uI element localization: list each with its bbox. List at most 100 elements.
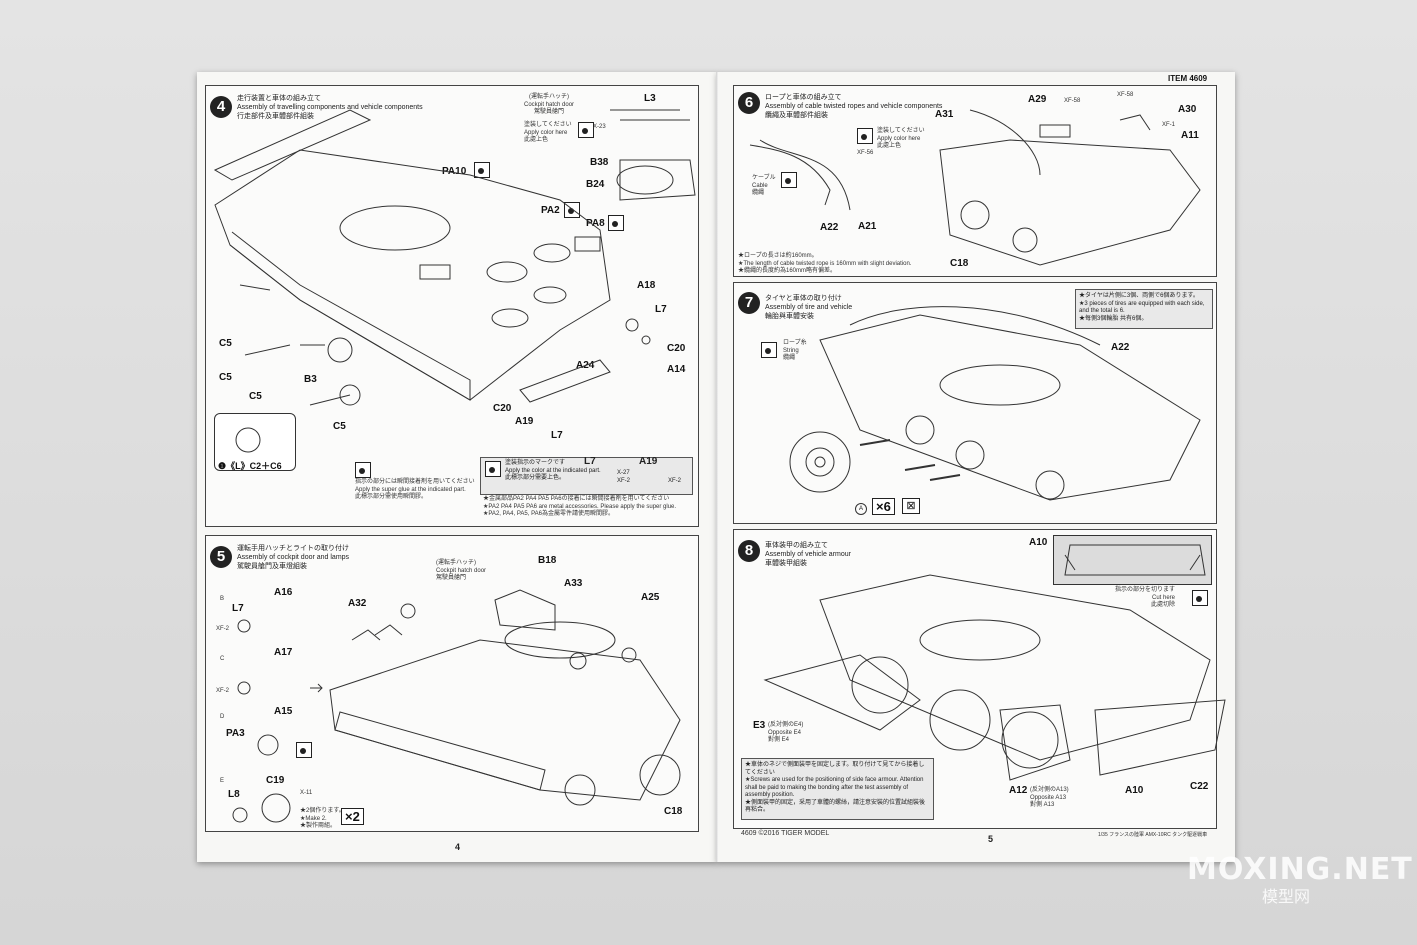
- part-label: C5: [219, 338, 232, 349]
- e3-opposite-note: (反対側のE4) Opposite E4 對側 E4: [768, 722, 804, 743]
- part-label: A17: [274, 647, 293, 658]
- cut-icon: [1192, 590, 1208, 606]
- paint-icon: [474, 162, 490, 178]
- side-letter: A: [855, 503, 867, 515]
- paint-code: XF-2: [216, 626, 230, 632]
- cut-note: 指示の部分を切ります Cut here 此處切除: [1115, 587, 1176, 608]
- step-8-badge: 8: [738, 540, 760, 562]
- paint-code: X-11: [300, 790, 313, 796]
- glue-icon: [355, 462, 371, 478]
- paint-icon: [781, 172, 797, 188]
- part-label: A12: [1009, 785, 1028, 796]
- part-label: PA10: [442, 166, 467, 177]
- part-label: C19: [266, 775, 285, 786]
- paint-code: XF-58: [1064, 98, 1081, 104]
- step-5-badge: 5: [210, 546, 232, 568]
- paint-icon: [564, 202, 580, 218]
- part-label: A19: [515, 416, 534, 427]
- part-label: C20: [493, 403, 512, 414]
- copyright: 4609 ©2016 TIGER MODEL: [741, 830, 830, 837]
- part-label: L7: [551, 430, 563, 441]
- part-label: A16: [274, 587, 293, 598]
- make-2-note: ★2個作ります。 ★Make 2. ★製作兩組。: [300, 808, 345, 829]
- part-label: PA8: [586, 218, 605, 229]
- times-2-badge: ×2: [341, 808, 364, 825]
- part-label: C5: [333, 421, 346, 432]
- part-label: C22: [1190, 781, 1209, 792]
- part-label: B38: [590, 157, 609, 168]
- step-4-title-cn: 行走部件及車體部件組裝: [237, 113, 314, 120]
- paint-code: XF-2: [216, 688, 230, 694]
- watermark: MOXING.NET: [1187, 852, 1413, 887]
- part-label: A21: [858, 221, 877, 232]
- a12-opposite-note: (反対側のA13) Opposite A13 對側 A13: [1030, 787, 1069, 808]
- side-letter: B: [220, 596, 225, 602]
- part-label: A25: [641, 592, 660, 603]
- tire-note: ★タイヤは片側に3個、両側で6個あります。 ★3 pieces of tires…: [1075, 289, 1213, 329]
- step-4-hatch-note: (運転手ハッチ) Cockpit hatch door 駕駛員艙門: [524, 94, 575, 115]
- screw-note: ★車体のネジで側面装甲を固定します。取り付けて見てから接着してください ★Scr…: [741, 758, 934, 820]
- paint-icon: [857, 128, 873, 144]
- string-note: ロープ糸 String 纜繩: [783, 340, 807, 361]
- step-5-title: 運転手用ハッチとライトの取り付け Assembly of cockpit doo…: [237, 545, 350, 570]
- step-4-paint-note: 塗装してください Apply color here 此處上色: [524, 122, 572, 143]
- part-label: A10: [1125, 785, 1144, 796]
- part-label: L3: [644, 93, 656, 104]
- step-4-title-jp: 走行装置と車体の組み立て: [237, 95, 321, 102]
- step-6-title: ロープと車体の組み立て Assembly of cable twisted ro…: [765, 94, 943, 119]
- part-label: PA2: [541, 205, 560, 216]
- paint-code: XF-1: [1162, 122, 1176, 128]
- page-fold: [716, 72, 718, 862]
- kit-title: 1/35 フランスの陸軍 AMX-10RC タンク駆逐戦車: [1098, 832, 1208, 838]
- part-label: B3: [304, 374, 317, 385]
- step-8-title: 車体装甲の組み立て Assembly of vehicle armour 車體裝…: [765, 542, 851, 567]
- part-label: A22: [1111, 342, 1130, 353]
- step-6-paint-note: 塗装してください Apply color here 此處上色: [877, 128, 925, 149]
- part-label: C5: [249, 391, 262, 402]
- paint-icon: [485, 461, 501, 477]
- part-label: A29: [1028, 94, 1047, 105]
- part-label: A15: [274, 706, 293, 717]
- step-7-title: タイヤと車体の取り付け Assembly of tire and vehicle…: [765, 295, 853, 320]
- part-label: C20: [667, 343, 686, 354]
- page-number-right: 5: [988, 834, 994, 844]
- part-label: C5: [219, 372, 232, 383]
- part-label: PA3: [226, 728, 245, 739]
- part-label: L8: [228, 789, 240, 800]
- paint-mark-box: 塗装指示のマークです Apply the color at the indica…: [480, 457, 693, 495]
- side-letter: E: [220, 778, 225, 784]
- watermark-sub: 模型网: [1262, 889, 1311, 906]
- item-number: ITEM 4609: [1168, 74, 1208, 83]
- part-label: A22: [820, 222, 839, 233]
- step-6-badge: 6: [738, 92, 760, 114]
- part-label: A32: [348, 598, 367, 609]
- paint-icon: [578, 122, 594, 138]
- part-label: C18: [950, 258, 969, 269]
- page-number-left: 4: [455, 842, 461, 852]
- times-6-badge: ×6: [872, 498, 895, 515]
- part-label: B18: [538, 555, 557, 566]
- step-4-badge: 4: [210, 96, 232, 118]
- step-4-title-en: Assembly of travelling components and ve…: [237, 104, 423, 111]
- paint-icon: [761, 342, 777, 358]
- paint-icon: [608, 215, 624, 231]
- paint-icon: [296, 742, 312, 758]
- part-label: A18: [637, 280, 656, 291]
- paint-code: XF-56: [857, 150, 874, 156]
- part-label: A14: [667, 364, 686, 375]
- inset-label: ❶《L》C2＋C6: [218, 461, 282, 471]
- step-6-length-note: ★ロープの長さは約160mm。 ★The length of cable twi…: [738, 253, 912, 274]
- part-label: L7: [232, 603, 244, 614]
- step-4-title: 走行装置と車体の組み立て Assembly of travelling comp…: [237, 94, 423, 121]
- part-label: C18: [664, 806, 683, 817]
- cable-note: ケーブル Cable 纜繩: [752, 175, 776, 196]
- part-label: A33: [564, 578, 583, 589]
- paint-code: X-23: [593, 124, 606, 130]
- paint-code: XF-58: [1117, 92, 1134, 98]
- glue-note: 指示の部分には瞬間接着剤を用いてください Apply the super glu…: [355, 479, 475, 500]
- part-label: A11: [1181, 130, 1199, 141]
- part-label: B24: [586, 179, 605, 190]
- side-letter: D: [220, 714, 225, 720]
- step-7-badge: 7: [738, 292, 760, 314]
- side-letter: C: [220, 656, 225, 662]
